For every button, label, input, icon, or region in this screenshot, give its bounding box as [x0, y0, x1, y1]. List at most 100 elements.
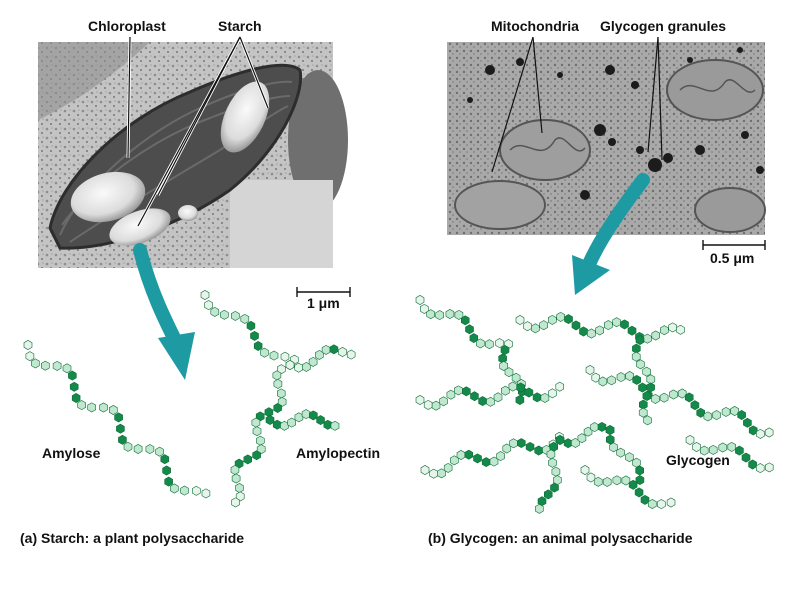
glucose-unit — [256, 444, 266, 455]
glucose-unit — [504, 367, 514, 378]
glucose-unit — [625, 371, 634, 381]
glucose-unit — [548, 388, 557, 399]
amylopectin-chain — [200, 290, 356, 508]
glucose-unit — [550, 482, 559, 493]
glucose-unit — [346, 349, 356, 360]
glucose-unit — [454, 309, 464, 320]
glucose-unit — [429, 468, 439, 479]
glucose-unit — [210, 306, 220, 317]
glucose-unit — [164, 476, 173, 487]
caption-b: (b) Glycogen: an animal polysaccharide — [428, 530, 693, 546]
glucose-unit — [235, 491, 245, 502]
glucose-unit — [499, 361, 509, 371]
glucose-unit — [628, 479, 638, 490]
glucose-unit — [571, 320, 581, 331]
glucose-unit — [523, 321, 532, 332]
label-mitochondria: Mitochondria — [491, 18, 579, 34]
glucose-unit — [627, 325, 637, 336]
glucose-unit — [646, 382, 655, 393]
glucose-unit — [500, 345, 510, 355]
glucose-unit — [516, 382, 526, 393]
chloroplast-micrograph — [38, 42, 348, 268]
glucose-unit — [609, 442, 618, 453]
glucose-unit — [703, 411, 713, 422]
glucose-unit — [62, 363, 72, 374]
glucose-unit — [640, 494, 650, 505]
glucose-unit — [564, 314, 573, 325]
glucose-unit — [338, 347, 347, 357]
glucose-unit — [252, 450, 261, 461]
glucose-unit — [743, 417, 752, 428]
glucose-unit — [543, 489, 553, 500]
glucose-unit — [273, 378, 283, 389]
glucose-unit — [114, 412, 123, 423]
glucose-unit — [643, 333, 652, 344]
glucose-unit — [579, 326, 588, 337]
glucose-unit — [464, 449, 474, 460]
glucose-unit — [580, 465, 590, 475]
glucose-unit — [252, 426, 262, 437]
glucose-unit — [712, 410, 721, 421]
glucose-unit — [756, 428, 765, 439]
glucose-unit — [426, 309, 436, 320]
arrow-granules-to-glycogen — [572, 173, 650, 295]
glucose-unit — [555, 381, 565, 392]
glucose-unit — [321, 344, 331, 355]
glucose-unit — [593, 476, 603, 487]
glucose-unit — [200, 290, 210, 300]
glucose-unit — [40, 360, 50, 371]
glucose-unit — [123, 441, 133, 452]
glucose-unit — [180, 485, 189, 496]
glucose-unit — [690, 400, 700, 411]
glucose-unit — [160, 454, 170, 465]
glucose-unit — [316, 415, 325, 426]
glucose-unit — [737, 410, 746, 420]
glucose-unit — [708, 444, 718, 455]
glucose-unit — [605, 425, 615, 435]
glucose-unit — [539, 320, 549, 331]
glucose-unit — [496, 451, 505, 462]
glucose-unit — [602, 476, 612, 487]
glucose-unit — [721, 406, 731, 417]
glucose-unit — [585, 365, 595, 375]
label-starch: Starch — [218, 18, 262, 34]
glucose-unit — [192, 485, 201, 496]
glucose-unit — [605, 434, 615, 445]
glucose-unit — [250, 330, 259, 341]
label-glycogen-granules: Glycogen granules — [600, 18, 727, 34]
glucose-unit — [276, 364, 286, 375]
glucose-unit — [253, 341, 263, 351]
glucose-unit — [595, 325, 605, 336]
glucose-unit — [478, 396, 487, 407]
glucose-unit — [616, 447, 625, 458]
glucose-unit — [625, 452, 634, 463]
glucose-unit — [685, 435, 695, 445]
label-amylose: Amylose — [42, 445, 101, 461]
glucose-unit — [461, 386, 471, 397]
glucose-unit — [515, 315, 525, 325]
glucose-unit — [669, 389, 678, 400]
glucose-unit — [465, 324, 474, 335]
scale-bars — [296, 240, 766, 297]
glucose-unit — [473, 453, 482, 464]
glucose-unit — [598, 376, 608, 387]
glucose-unit — [741, 452, 751, 463]
glucose-unit — [500, 385, 510, 396]
glucose-unit — [635, 465, 645, 476]
glucose-unit — [423, 399, 433, 410]
glycogen-chain — [415, 295, 774, 514]
glucose-unit — [443, 462, 453, 473]
glucose-unit — [264, 407, 274, 418]
glucose-unit — [204, 300, 213, 311]
glucose-unit — [677, 388, 687, 399]
glucose-unit — [415, 395, 425, 405]
glucose-unit — [439, 396, 448, 407]
glucose-unit — [415, 295, 425, 305]
glucose-unit — [77, 400, 86, 411]
glucose-unit — [591, 372, 601, 383]
glucose-unit — [52, 360, 62, 371]
glucose-unit — [162, 465, 171, 476]
glucose-unit — [508, 381, 518, 392]
glucose-unit — [23, 340, 33, 350]
glucose-unit — [764, 462, 774, 473]
